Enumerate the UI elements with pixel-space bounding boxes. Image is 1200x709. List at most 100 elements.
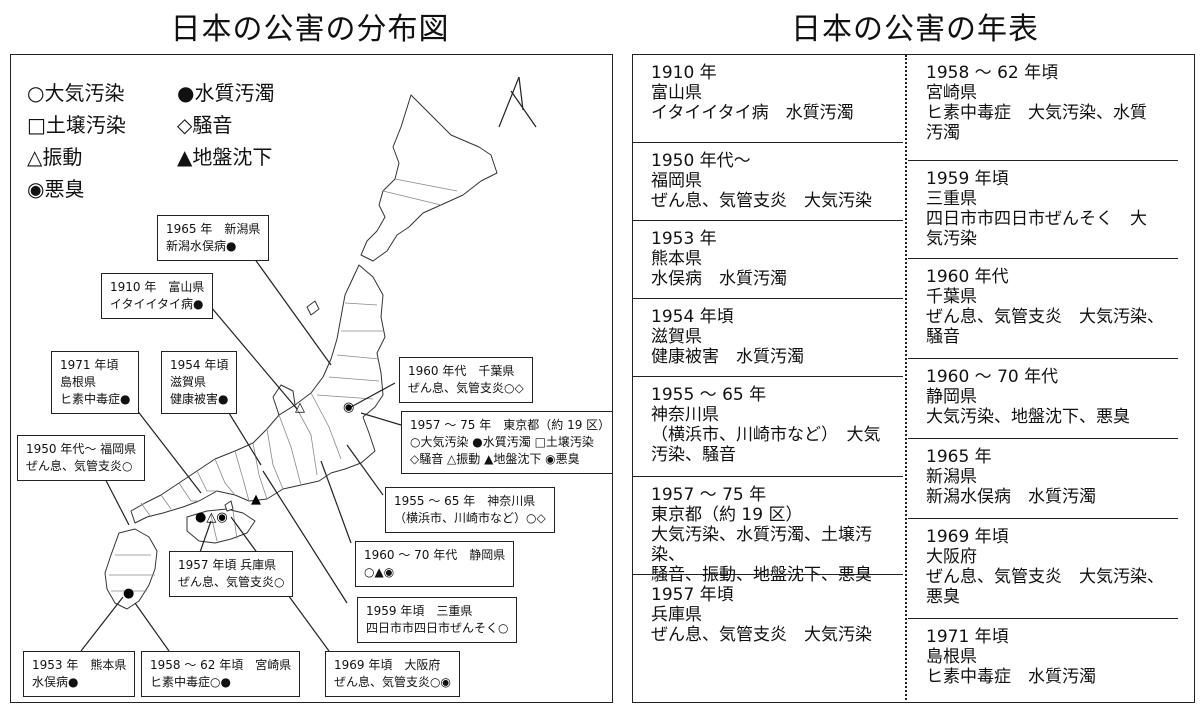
timeline-entry: 1960 ～ 70 年代 静岡県 大気汚染、地盤沈下、悪臭	[908, 359, 1178, 439]
shiga-pollution-mark: △	[295, 400, 305, 415]
entry-prefecture: 宮崎県	[926, 83, 977, 103]
callout-kanagawa: 1955 ～ 65 年 神奈川県 （横浜市、川崎市など）○◇	[385, 487, 555, 533]
callout-kumamoto: 1953 年 熊本県 水俣病●	[23, 651, 136, 697]
callout-kanagawa-line2: （横浜市、川崎市など）○◇	[394, 511, 546, 525]
hokkaido-island	[360, 94, 498, 262]
callout-chiba: 1960 年代 千葉県 ぜん息、気管支炎○◇	[399, 357, 533, 403]
callout-shizuoka-line1: 1960 ～ 70 年代 静岡県	[364, 548, 506, 562]
kumamoto-pollution-mark: ●	[123, 586, 134, 601]
legend-water-pollution: ●水質汚濁	[177, 81, 275, 105]
map-title: 日本の公害の分布図	[170, 12, 450, 47]
callout-tokyo-line1: 1957 ～ 75 年 東京都（約 19 区）	[410, 418, 611, 432]
legend-soil-pollution: □土壌汚染	[27, 113, 126, 137]
callout-toyama-line2: イタイイタイ病●	[110, 297, 204, 311]
callout-shimane-line3: ヒ素中毒症●	[60, 392, 131, 406]
timeline-entry: 1969 年頃 大阪府 ぜん息、気管支炎 大気汚染、 悪臭	[908, 519, 1178, 619]
callout-hyogo-line1: 1957 年頃 兵庫県	[178, 558, 277, 572]
timeline-entry: 1954 年頃 滋賀県 健康被害 水質汚濁	[633, 299, 903, 377]
callout-kumamoto-line1: 1953 年 熊本県	[32, 658, 127, 672]
shikoku-island	[186, 508, 256, 544]
sado-island	[306, 300, 320, 316]
callout-fukuoka-line1: 1950 年代～ 福岡県	[26, 442, 137, 456]
callout-shiga-line1: 1954 年頃	[170, 358, 229, 372]
legend-ground-subsidence: ▲地盤沈下	[177, 145, 273, 169]
callout-miyazaki-line2: ヒ素中毒症○●	[150, 675, 231, 689]
callout-osaka-line2: ぜん息、気管支炎○◉	[334, 675, 451, 689]
entry-prefecture: 三重県	[926, 189, 977, 209]
callout-niigata-line1: 1965 年 新潟県	[166, 222, 261, 236]
entry-description-cont: 悪臭	[926, 587, 960, 607]
callout-niigata: 1965 年 新潟県 新潟水俣病●	[157, 215, 270, 261]
north-arrow-icon	[498, 76, 537, 128]
entry-description: 水俣病 水質汚濁	[651, 269, 787, 289]
entry-prefecture: 島根県	[926, 647, 977, 667]
entry-year: 1965 年	[926, 447, 992, 467]
entry-description-cont: 汚濁	[926, 123, 960, 143]
timeline-entry: 1957 ～ 75 年 東京都（約 19 区） 大気汚染、水質汚濁、土壌汚染、 …	[633, 477, 903, 585]
callout-shimane: 1971 年頃 島根県 ヒ素中毒症●	[51, 351, 140, 414]
callout-niigata-line2: 新潟水俣病●	[166, 239, 237, 253]
entry-description: ぜん息、気管支炎 大気汚染	[651, 625, 872, 645]
callout-shiga: 1954 年頃 滋賀県 健康被害●	[161, 351, 238, 414]
callout-tokyo: 1957 ～ 75 年 東京都（約 19 区） ○大気汚染 ●水質汚濁 □土壌汚…	[401, 411, 612, 474]
entry-year: 1957 ～ 75 年	[651, 485, 767, 505]
callout-osaka: 1969 年頃 大阪府 ぜん息、気管支炎○◉	[325, 651, 460, 697]
timeline-title: 日本の公害の年表	[791, 12, 1039, 47]
callout-miyazaki-line1: 1958 ～ 62 年頃 宮崎県	[150, 658, 292, 672]
entry-description: 健康被害 水質汚濁	[651, 347, 804, 367]
entry-prefecture: 福岡県	[651, 171, 702, 191]
entry-description: 大気汚染、水質汚濁、土壌汚染、	[651, 525, 872, 565]
entry-description: ぜん息、気管支炎 大気汚染	[651, 191, 872, 211]
entry-year: 1959 年頃	[926, 169, 1009, 189]
callout-toyama-line1: 1910 年 富山県	[110, 280, 205, 294]
timeline-entry: 1965 年 新潟県 新潟水俣病 水質汚濁	[908, 439, 1178, 519]
entry-prefecture: 兵庫県	[651, 605, 702, 625]
timeline-entry: 1910 年 富山県 イタイイタイ病 水質汚濁	[633, 55, 903, 143]
timeline-entry: 1955 ～ 65 年 神奈川県 （横浜市、川崎市など） 大気 汚染、騒音	[633, 377, 903, 477]
callout-fukuoka-line2: ぜん息、気管支炎○	[26, 459, 133, 473]
entry-description: ヒ素中毒症 水質汚濁	[926, 667, 1096, 687]
entry-prefecture: 富山県	[651, 83, 702, 103]
entry-year: 1969 年頃	[926, 527, 1009, 547]
entry-description: ぜん息、気管支炎 大気汚染、	[926, 307, 1164, 327]
timeline-entry: 1950 年代～ 福岡県 ぜん息、気管支炎 大気汚染	[633, 143, 903, 221]
timeline-entry: 1959 年頃 三重県 四日市市四日市ぜんそく 大 気汚染	[908, 161, 1178, 259]
callout-shiga-line3: 健康被害●	[170, 392, 229, 406]
entry-prefecture: 東京都（約 19 区）	[651, 505, 803, 525]
entry-year: 1971 年頃	[926, 627, 1009, 647]
callout-toyama: 1910 年 富山県 イタイイタイ病●	[101, 273, 214, 319]
callout-hyogo-line2: ぜん息、気管支炎○	[178, 575, 285, 589]
entry-prefecture: 静岡県	[926, 387, 977, 407]
legend-odor: ◉悪臭	[27, 177, 85, 201]
entry-prefecture: 大阪府	[926, 547, 977, 567]
legend-vibration: △振動	[27, 145, 83, 169]
entry-year: 1954 年頃	[651, 307, 734, 327]
entry-description: 四日市市四日市ぜんそく 大	[926, 209, 1147, 229]
column-divider	[905, 55, 907, 702]
callout-shimane-line2: 島根県	[60, 375, 97, 389]
callout-osaka-line1: 1969 年頃 大阪府	[334, 658, 441, 672]
osaka-pollution-marks: ●△◉	[195, 510, 228, 525]
callout-tokyo-line2: ○大気汚染 ●水質汚濁 □土壌汚染	[410, 435, 594, 449]
kyushu-island	[104, 528, 158, 610]
legend-noise: ◇騒音	[177, 113, 233, 137]
entry-description: 大気汚染、地盤沈下、悪臭	[926, 407, 1130, 427]
callout-mie-line1: 1959 年頃 三重県	[366, 604, 473, 618]
entry-prefecture: 神奈川県	[651, 405, 719, 425]
entry-year: 1953 年	[651, 229, 717, 249]
callout-hyogo: 1957 年頃 兵庫県 ぜん息、気管支炎○	[169, 551, 294, 597]
chiba-pollution-mark: ◉	[343, 400, 354, 415]
entry-description-cont: 汚染、騒音	[651, 445, 736, 465]
callout-shizuoka-line2: ○▲◉	[364, 565, 395, 579]
entry-description: ヒ素中毒症 大気汚染、水質	[926, 103, 1147, 123]
entry-description-cont: 気汚染	[926, 229, 977, 249]
entry-description: イタイイタイ病 水質汚濁	[651, 103, 854, 123]
callout-fukuoka: 1950 年代～ 福岡県 ぜん息、気管支炎○	[17, 435, 146, 481]
japan-map: ◉ △ ▲ ●△◉ ●	[80, 76, 537, 652]
timeline-entry: 1960 年代 千葉県 ぜん息、気管支炎 大気汚染、 騒音	[908, 259, 1178, 359]
callout-mie-line2: 四日市市四日市ぜんそく○	[366, 621, 509, 635]
noto-peninsula	[272, 384, 296, 416]
entry-year: 1910 年	[651, 63, 717, 83]
entry-year: 1960 年代	[926, 267, 1009, 287]
entry-year: 1957 年頃	[651, 585, 734, 605]
